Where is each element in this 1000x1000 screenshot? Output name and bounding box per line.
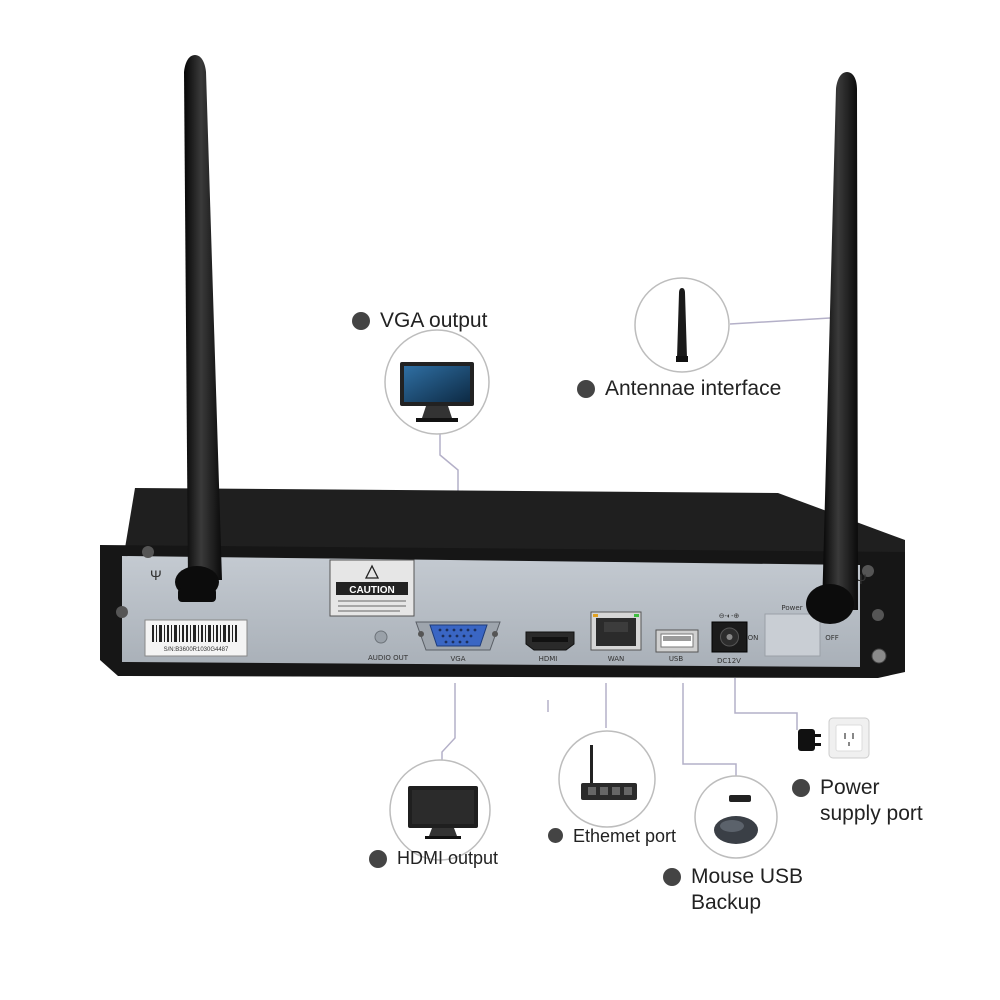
hdmi-output-callout: HDMI output [369,846,498,870]
warning-icon [364,564,380,579]
mouse-icon [714,795,758,844]
bullet-icon [792,779,810,797]
bullet-icon [663,868,681,886]
screw [116,606,128,618]
ethernet-port-callout: Ethemet port [548,824,676,848]
leader-power [734,678,798,730]
vga-output-callout: VGA output [352,308,487,334]
power-adapter-icon [798,729,821,751]
ground-screw [871,648,887,664]
ethernet-port-label: Ethemet port [573,826,677,846]
router-icon [581,745,637,800]
leader-hdmi [441,683,456,762]
screw [872,609,884,621]
screw [862,565,874,577]
hdmi-output-label: HDMI output [397,848,499,868]
vga-label: VGA [450,655,465,663]
wall-outlet-icon [828,717,870,759]
supply-port-label: supply port [820,802,923,825]
dc-label: DC12V [717,657,741,665]
device-top [125,488,905,555]
mouse-inset [694,775,778,859]
antenna-mark: Ψ [150,567,162,583]
power-supply-callout: Power supply port [792,775,923,827]
vga-output-label: VGA output [380,309,488,332]
bullet-icon [577,380,595,398]
antenna-left [175,55,222,602]
on-label: ON [748,634,759,642]
serial-text: S/N:B3600R1030G4487 [164,647,229,653]
wan-label: WAN [608,655,625,663]
leader-usb [682,683,737,785]
monitor-icon [400,362,474,422]
mouse-usb-label: Mouse USB [691,865,804,888]
antenna-interface-label: Antennae interface [605,377,782,400]
bullet-icon [369,850,387,868]
power-switch-area [764,613,821,657]
antenna-mark: Ψ [855,571,867,587]
usb-label: USB [669,655,684,663]
screw [142,546,154,558]
caution-text: CAUTION [349,585,395,596]
leader-antenna [729,317,831,325]
bullet-icon [352,312,370,330]
audio-out-jack [374,630,388,644]
antenna-right [806,72,858,624]
antenna-interface-callout: Antennae interface [577,376,781,402]
hdmi-label: HDMI [539,655,558,663]
bullet-icon [548,828,563,843]
antenna-icon [676,288,688,362]
power-label: Power [820,776,880,799]
dc-polarity: ⊖-◐-⊕ [719,613,740,620]
audio-out-label: AUDIO OUT [368,654,409,662]
monitor-icon [408,786,478,839]
mouse-usb-callout: Mouse USB Backup [663,864,803,916]
mouse-backup-label: Backup [691,891,762,914]
power-label: Power [781,604,802,612]
off-label: OFF [825,634,839,642]
antenna-inset [634,277,730,373]
barcode [152,625,237,642]
router-inset [558,730,656,828]
vga-monitor-inset [384,329,490,435]
hdmi-monitor-inset [389,759,491,861]
nvr-device: Ψ Ψ CAUTION S/N:B3600R1030G4487 [100,488,905,678]
